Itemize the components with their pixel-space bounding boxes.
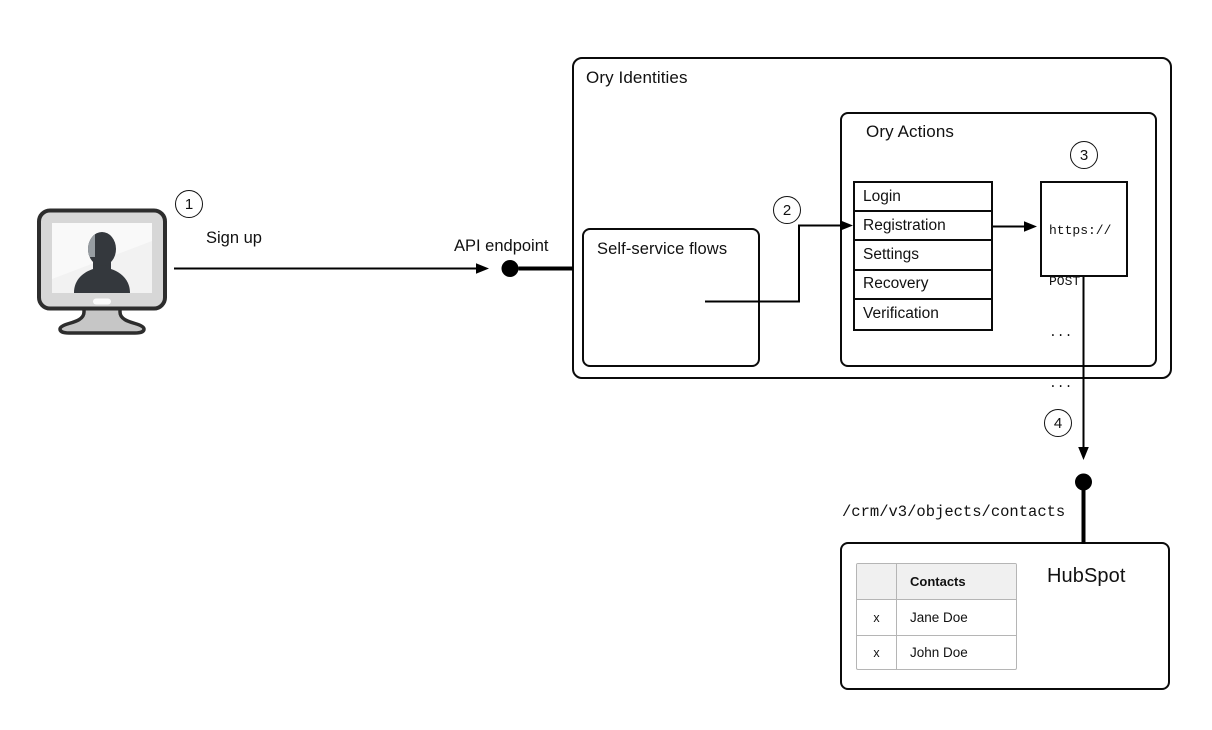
step-3-badge: 3: [1070, 141, 1098, 169]
monitor-user-icon: [37, 208, 167, 335]
contact-row-mark: x: [857, 636, 897, 669]
api-endpoint-label: API endpoint: [454, 237, 549, 255]
contact-row-mark: x: [857, 600, 897, 636]
code-line: ...: [1049, 376, 1073, 391]
signup-arrowhead: [476, 263, 489, 274]
flow-row-registration: Registration: [855, 212, 991, 242]
monitor-button: [93, 298, 111, 305]
flow-row-login: Login: [855, 183, 991, 213]
contact-row-name: Jane Doe: [897, 600, 1016, 636]
hubspot-arrowhead: [1078, 447, 1089, 460]
flow-row-recovery: Recovery: [855, 271, 991, 300]
signup-label: Sign up: [206, 229, 262, 247]
flow-row-verification: Verification: [863, 305, 939, 323]
ory-identities-title: Ory Identities: [586, 68, 688, 87]
code-line: https://: [1049, 223, 1112, 238]
user-silhouette-shoulders: [74, 259, 130, 293]
hubspot-endpoint-dot: [1075, 473, 1092, 491]
code-line: ...: [1049, 325, 1073, 340]
step-1-badge: 1: [175, 190, 203, 218]
flow-row-settings: Settings: [855, 241, 991, 271]
contacts-table: Contacts x Jane Doe x John Doe: [856, 563, 1017, 670]
contact-row-name: John Doe: [910, 645, 968, 660]
hubspot-title: HubSpot: [1047, 565, 1126, 587]
monitor-stand: [58, 305, 146, 335]
step-4-badge: 4: [1044, 409, 1072, 437]
api-endpoint-dot: [501, 260, 519, 277]
contacts-header-cell: Contacts: [897, 564, 1016, 600]
contacts-header-empty-cell: [857, 564, 897, 600]
contacts-header-label: Contacts: [910, 574, 966, 589]
self-service-flow-list: Login Registration Settings Recovery Ver…: [853, 181, 993, 331]
step-2-badge: 2: [773, 196, 801, 224]
self-service-flows-title: Self-service flows: [597, 240, 728, 258]
hubspot-endpoint-path-label: /crm/v3/objects/contacts: [842, 503, 1066, 521]
webhook-request-box: https:// POST ... ...: [1040, 181, 1128, 391]
ory-actions-title: Ory Actions: [866, 122, 955, 141]
code-line: POST: [1049, 274, 1081, 289]
